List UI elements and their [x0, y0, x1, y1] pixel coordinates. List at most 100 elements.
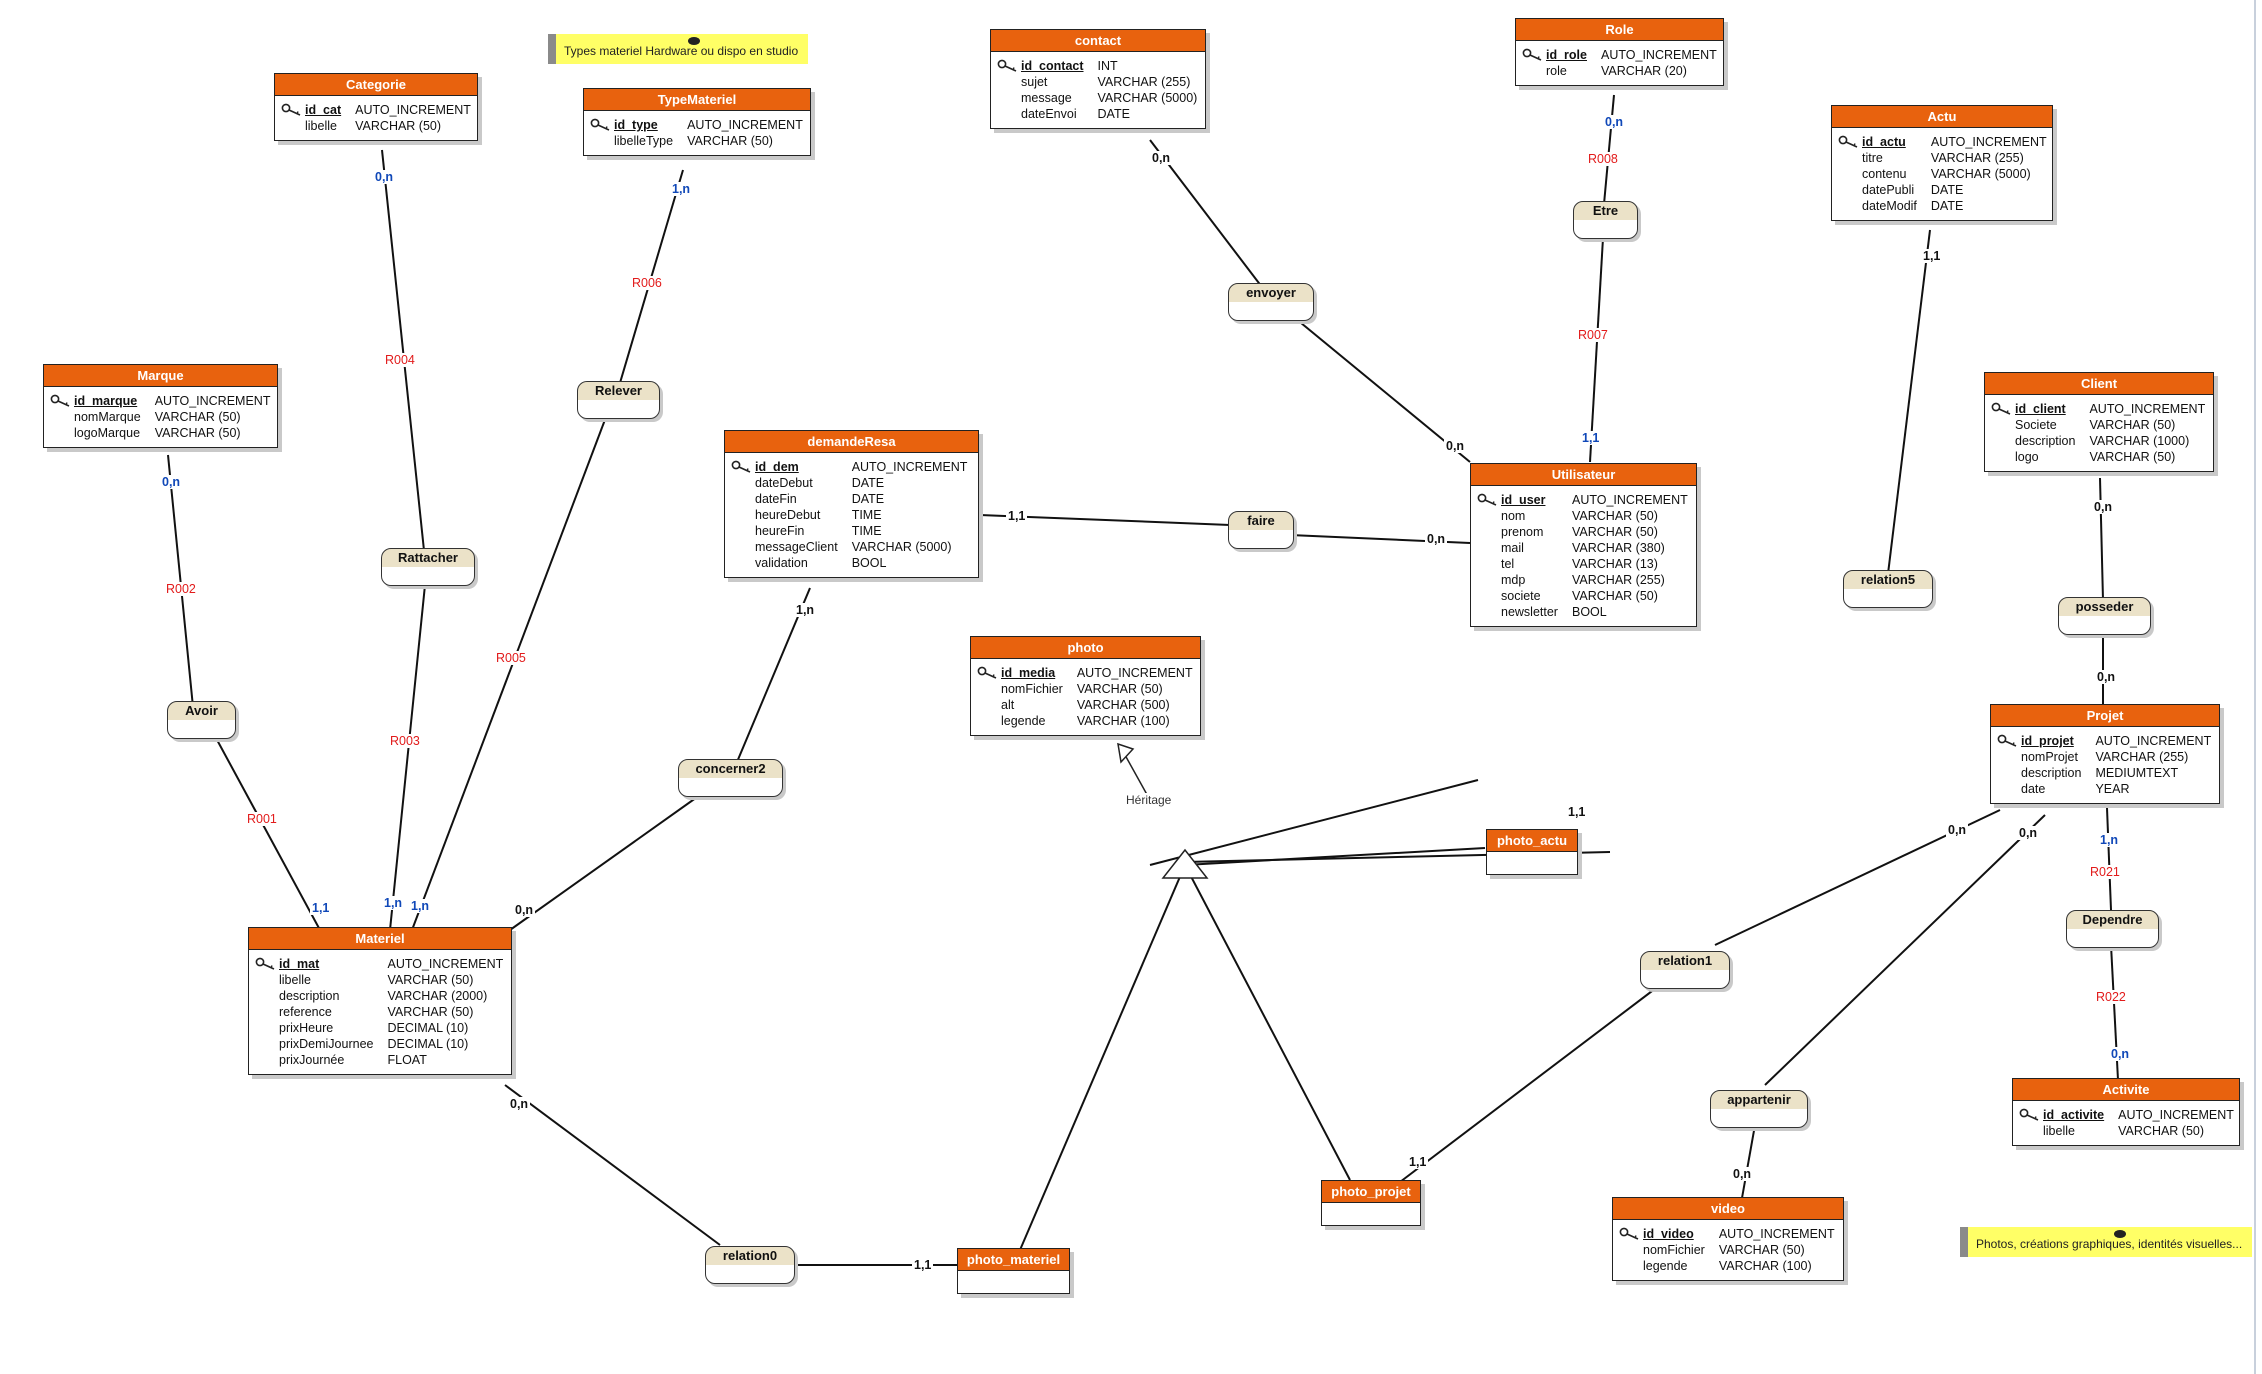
primary-key-name: id_role [1546, 48, 1587, 62]
cardinality-label: 1,1 [1566, 805, 1588, 819]
relation-name: faire [1247, 513, 1275, 528]
cardinality-label: 1,1 [1921, 249, 1943, 263]
relation-name: Avoir [185, 703, 218, 718]
relation-name: relation1 [1657, 953, 1713, 968]
attribute-type: VARCHAR (5000) [851, 540, 952, 554]
relation-posseder[interactable]: posseder [2058, 597, 2151, 635]
relation-relation0[interactable]: relation0 [705, 1246, 795, 1284]
attribute-name: nomMarque [74, 410, 141, 424]
primary-key-name: id_projet [2021, 734, 2074, 748]
attribute-name: tel [1501, 557, 1515, 571]
key-icon [281, 103, 301, 116]
cardinality-label: 0,n [2017, 826, 2040, 840]
entity-title: TypeMateriel [584, 89, 810, 111]
relation-concerner2[interactable]: concerner2 [678, 759, 783, 797]
entity-photo-projet[interactable]: photo_projet [1321, 1180, 1421, 1226]
cardinality-label: 0,n [1731, 1167, 1754, 1181]
relation-name: relation0 [722, 1248, 778, 1263]
attribute-type: VARCHAR (2000) [387, 989, 488, 1003]
key-icon [255, 957, 275, 970]
relation-relation1[interactable]: relation1 [1640, 951, 1730, 989]
attribute-type: VARCHAR (255) [1571, 573, 1665, 587]
entity-photo-materiel[interactable]: photo_materiel [957, 1248, 1070, 1294]
relation-dependre[interactable]: Dependre [2066, 910, 2159, 948]
relation-relever[interactable]: Relever [577, 381, 660, 419]
entity-title: photo_projet [1322, 1181, 1420, 1203]
rule-label: R001 [245, 812, 279, 826]
canvas-scroll-edge [2254, 0, 2256, 1374]
key-icon [2019, 1108, 2039, 1121]
relation-faire[interactable]: faire [1228, 511, 1294, 549]
entity-title: Materiel [249, 928, 511, 950]
cardinality-label: 0,n [2092, 500, 2115, 514]
attribute-type: VARCHAR (255) [1930, 151, 2024, 165]
attribute-type: AUTO_INCREMENT [2095, 734, 2212, 748]
note-types-materiel[interactable]: Types materiel Hardware ou dispo en stud… [548, 34, 809, 64]
cardinality-label: 1,n [409, 899, 432, 913]
attribute-type: VARCHAR (255) [1097, 75, 1191, 89]
relation-relation5[interactable]: relation5 [1843, 570, 1933, 608]
entity-title: demandeResa [725, 431, 978, 453]
attribute-type: FLOAT [387, 1053, 427, 1067]
attribute-name: sujet [1021, 75, 1048, 89]
cardinality-label: 0,n [1425, 532, 1448, 546]
relation-avoir[interactable]: Avoir [167, 701, 236, 739]
note-photos[interactable]: Photos, créations graphiques, identités … [1960, 1227, 2253, 1257]
relation-envoyer[interactable]: envoyer [1228, 283, 1314, 321]
primary-key-name: id_contact [1021, 59, 1084, 73]
attribute-type: VARCHAR (100) [1718, 1259, 1812, 1273]
attribute-name: datePubli [1862, 183, 1915, 197]
attribute-name: libelle [2043, 1124, 2075, 1138]
relation-rattacher[interactable]: Rattacher [381, 548, 475, 586]
attribute-type: VARCHAR (5000) [1930, 167, 2031, 181]
relation-etre[interactable]: Etre [1573, 201, 1638, 239]
attribute-name: mdp [1501, 573, 1526, 587]
attribute-name: date [2021, 782, 2046, 796]
attribute-name: dateDebut [755, 476, 813, 490]
cardinality-label: 0,n [1946, 823, 1969, 837]
attribute-type: VARCHAR (50) [1571, 525, 1658, 539]
relation-appartenir[interactable]: appartenir [1710, 1090, 1808, 1128]
attribute-type: AUTO_INCREMENT [687, 118, 803, 132]
entity-photo-actu[interactable]: photo_actu [1486, 829, 1578, 875]
cardinality-label: 0,n [373, 170, 396, 184]
cardinality-label: 0,n [513, 903, 536, 917]
entity-title: Projet [1991, 705, 2219, 727]
inheritance-label: Héritage [1124, 793, 1174, 807]
